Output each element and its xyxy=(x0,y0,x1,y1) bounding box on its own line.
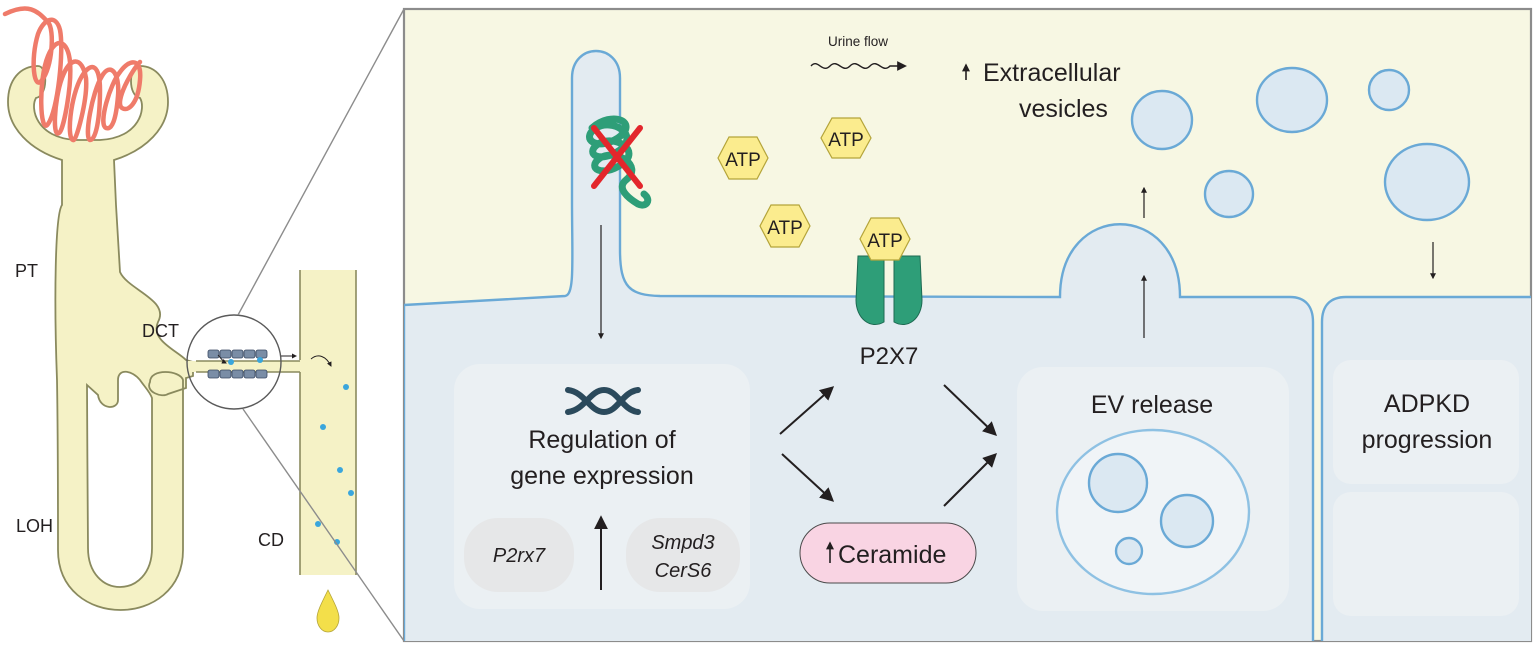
extracellular-label-line2: vesicles xyxy=(1019,95,1108,123)
glomerulus xyxy=(2,6,143,143)
ceramide-pill xyxy=(799,522,977,584)
ev-release-label: EV release xyxy=(1091,391,1213,419)
adpkd-lower-box xyxy=(1333,492,1519,616)
svg-text:ATP: ATP xyxy=(725,150,761,171)
extracellular-label-line1: Extracellular xyxy=(983,59,1121,87)
label-cd: CD xyxy=(258,530,284,550)
urine-droplet xyxy=(316,589,340,633)
loop-inner-gap xyxy=(86,370,153,588)
urine-flow-label: Urine flow xyxy=(828,34,888,49)
arrow-ceramide-to-ev xyxy=(943,453,997,507)
label-pt: PT xyxy=(15,261,38,281)
atp-molecule: ATP xyxy=(820,117,872,159)
zoom-circle xyxy=(186,314,282,410)
intraluminal-vesicles xyxy=(1087,452,1215,566)
adpkd-label-line1: ADPKD xyxy=(1384,390,1470,418)
zoom-panel: Urine flow Extracellular vesicles ATP AT… xyxy=(402,7,1533,643)
label-loh: LOH xyxy=(16,516,53,536)
gene-p2rx7-label: P2rx7 xyxy=(493,545,546,567)
arrow-p2x7-to-ev xyxy=(943,384,998,436)
nephron: PT DCT LOH CD xyxy=(2,6,405,642)
p2x7-label: P2X7 xyxy=(860,343,919,370)
cilium-protein xyxy=(586,115,652,209)
multivesicular-body xyxy=(1055,428,1251,596)
connecting-tubule xyxy=(188,361,302,372)
ev-dots xyxy=(228,357,354,545)
ceramide-label: Ceramide xyxy=(838,541,946,569)
gene-box-title-line2: gene expression xyxy=(510,462,693,490)
atp-molecule: ATP xyxy=(759,204,811,248)
urine-flow-arrow xyxy=(810,61,907,71)
gene-box-title-line1: Regulation of xyxy=(528,426,675,454)
tubule-flow-arrow-3 xyxy=(310,355,332,367)
svg-text:ATP: ATP xyxy=(828,130,864,151)
gene-p2rx7-pill xyxy=(464,518,574,592)
svg-text:ATP: ATP xyxy=(767,218,803,239)
extracellular-vesicles xyxy=(1130,66,1471,222)
gene-smpd3-pill xyxy=(626,518,740,592)
label-dct: DCT xyxy=(142,321,179,341)
tubule-flow-arrow-1 xyxy=(217,354,227,364)
knockout-x-icon xyxy=(591,125,643,189)
collecting-duct xyxy=(300,270,356,575)
adpkd-label-line2: progression xyxy=(1362,426,1493,454)
adpkd-box xyxy=(1333,360,1519,484)
arrow-gene-to-ceramide xyxy=(781,453,835,502)
arrow-gene-to-p2x7 xyxy=(779,386,835,435)
gene-smpd3-label: Smpd3 xyxy=(651,532,714,554)
gene-cers6-label: CerS6 xyxy=(655,560,713,582)
p2x7-channel: ATP xyxy=(855,217,923,325)
dna-icon xyxy=(565,386,641,416)
svg-text:ATP: ATP xyxy=(867,231,903,252)
atp-molecule: ATP xyxy=(717,136,769,180)
